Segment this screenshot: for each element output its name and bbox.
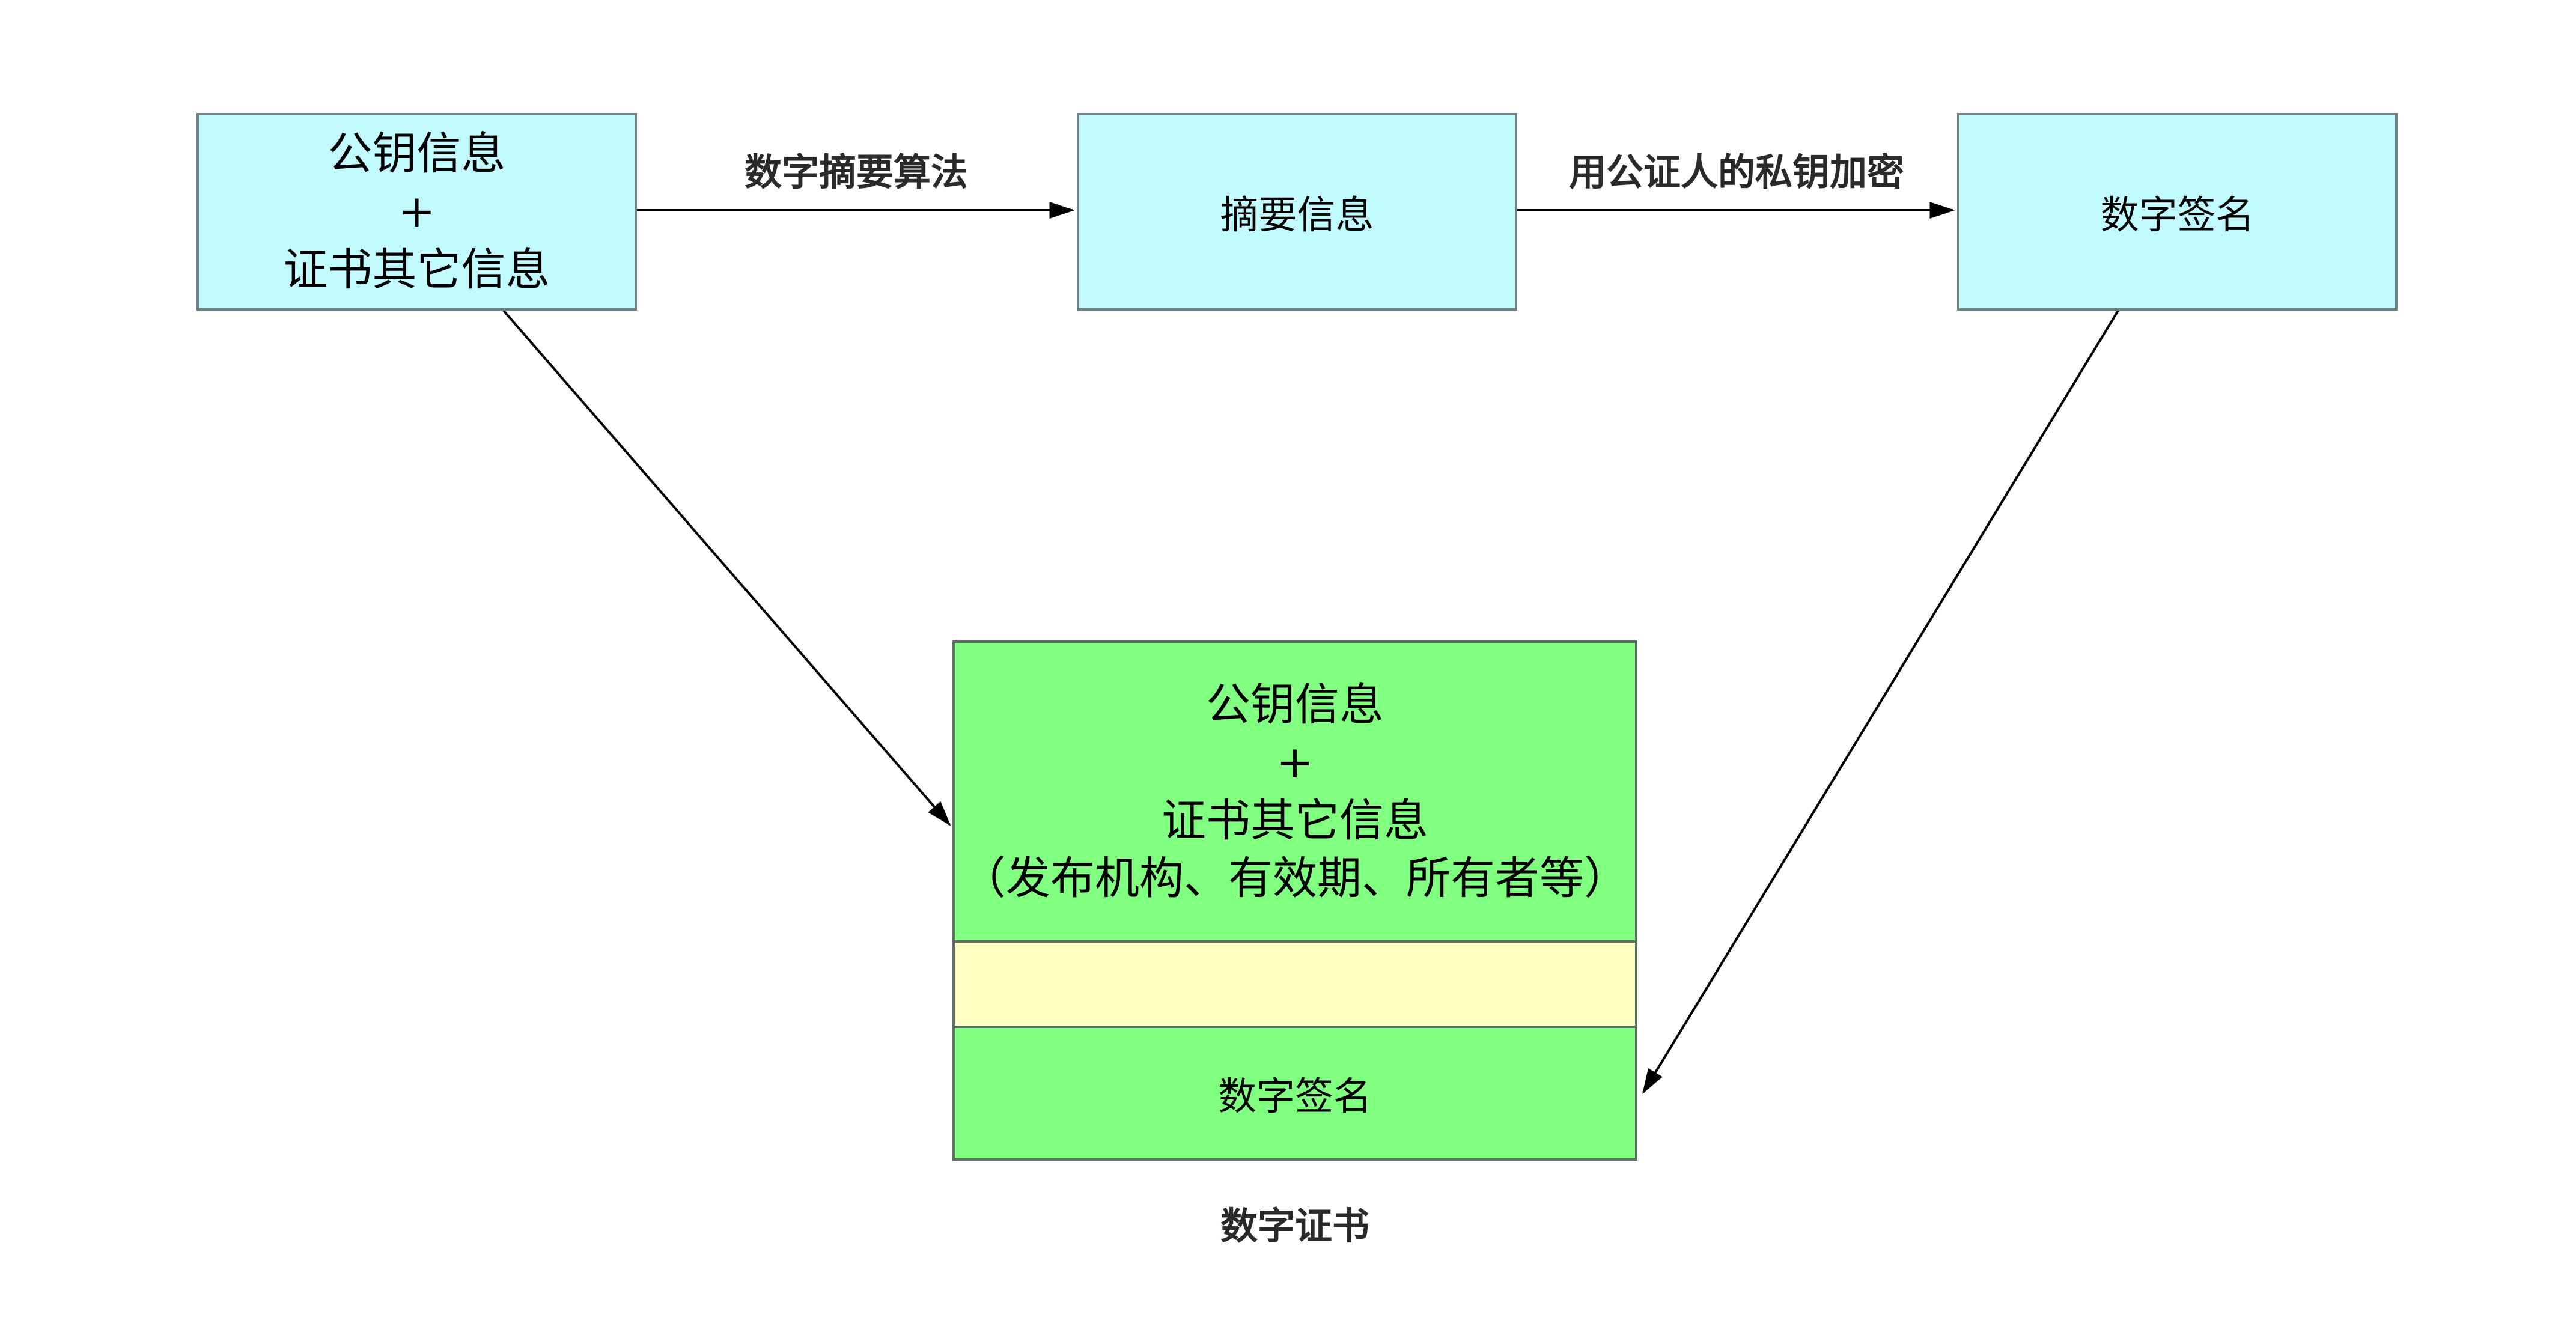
certificate-line1: 公钥信息 xyxy=(1206,679,1384,731)
certificate-separator xyxy=(955,940,1635,1028)
pubkey-info-plus: + xyxy=(398,186,436,238)
hash-edge-label: 数字摘要算法 xyxy=(744,150,968,194)
digital-certificate: 公钥信息 + 证书其它信息 （发布机构、有效期、所有者等） 数字签名 xyxy=(952,640,1637,1161)
signature-node: 数字签名 xyxy=(1957,113,2398,311)
certificate-signature-label: 数字签名 xyxy=(1218,1074,1372,1119)
encrypt-edge-label: 用公证人的私钥加密 xyxy=(1568,150,1904,194)
arrow-pubkey-to-certificate xyxy=(502,309,951,826)
certificate-signature: 数字签名 xyxy=(955,1028,1635,1158)
pubkey-info-line1: 公钥信息 xyxy=(327,128,506,180)
arrow-signature-to-certificate xyxy=(1642,309,2119,1094)
digest-info-label: 摘要信息 xyxy=(1220,193,1374,238)
certificate-plus: + xyxy=(1276,737,1314,789)
pubkey-info-node: 公钥信息 + 证书其它信息 xyxy=(196,113,637,311)
certificate-line3: 证书其它信息 xyxy=(1162,794,1428,847)
certificate-caption: 数字证书 xyxy=(1220,1204,1369,1248)
signature-label: 数字签名 xyxy=(2100,193,2255,238)
digest-info-node: 摘要信息 xyxy=(1077,113,1517,311)
certificate-body: 公钥信息 + 证书其它信息 （发布机构、有效期、所有者等） xyxy=(955,643,1635,940)
pubkey-info-line3: 证书其它信息 xyxy=(283,243,550,296)
certificate-line4: （发布机构、有效期、所有者等） xyxy=(961,852,1628,904)
